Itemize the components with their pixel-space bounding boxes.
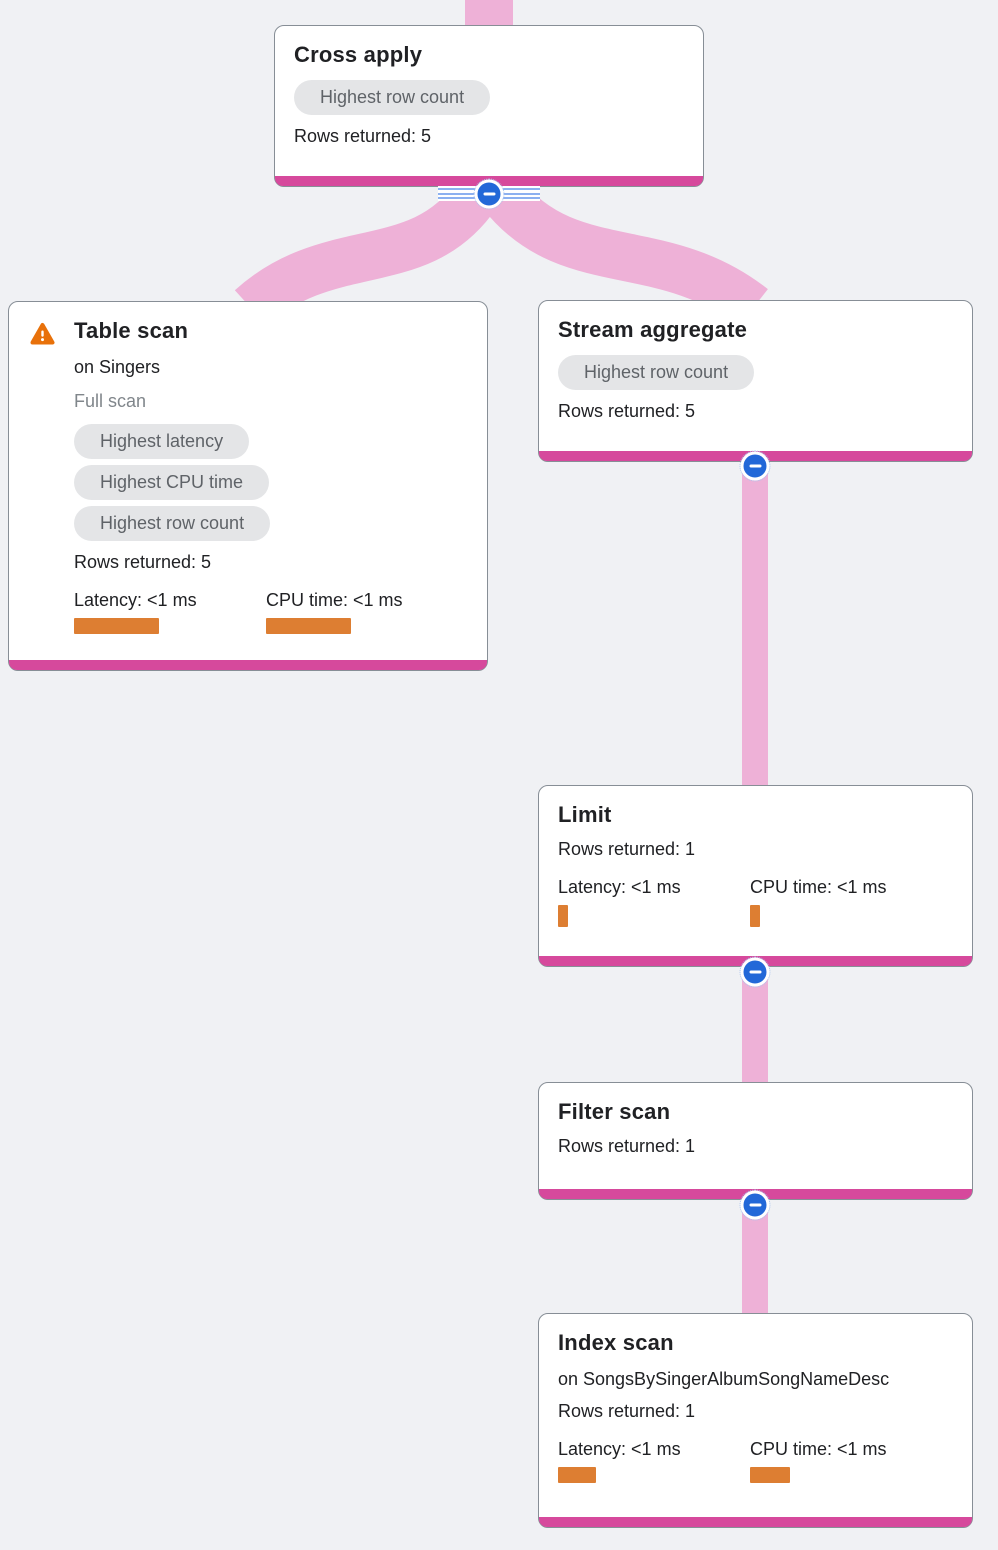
node-subtitle: on SongsBySingerAlbumSongNameDesc bbox=[558, 1369, 890, 1389]
cpu-metric: CPU time: <1 ms bbox=[750, 876, 942, 927]
edge-cross-apply-to-table-scan bbox=[234, 179, 497, 327]
rows-returned: Rows returned: 5 bbox=[294, 126, 432, 146]
latency-metric: Latency: <1 ms bbox=[74, 589, 266, 634]
node-limit[interactable]: Limit Rows returned: 1 Latency: <1 ms CP… bbox=[538, 785, 973, 967]
node-title: Stream aggregate bbox=[558, 317, 748, 342]
node-index-scan[interactable]: Index scan on SongsBySingerAlbumSongName… bbox=[538, 1313, 973, 1528]
latency-label: Latency: <1 ms bbox=[558, 877, 681, 897]
latency-meter bbox=[74, 618, 159, 634]
node-title: Index scan bbox=[558, 1330, 674, 1355]
collapse-cross-apply-button[interactable] bbox=[473, 178, 505, 210]
cpu-meter bbox=[750, 905, 760, 927]
badge-highest-row-count: Highest row count bbox=[294, 80, 491, 115]
cpu-metric: CPU time: <1 ms bbox=[750, 1438, 942, 1483]
cpu-metric: CPU time: <1 ms bbox=[266, 589, 458, 634]
edge-cross-apply-to-stream-aggregate bbox=[483, 178, 768, 328]
latency-metric: Latency: <1 ms bbox=[558, 1438, 750, 1483]
latency-meter bbox=[558, 905, 568, 927]
node-table-scan[interactable]: Table scan on Singers Full scan Highest … bbox=[8, 301, 488, 671]
rows-returned: Rows returned: 5 bbox=[74, 552, 212, 572]
edge-stream-aggregate-to-limit bbox=[742, 458, 768, 790]
latency-meter bbox=[558, 1467, 596, 1483]
cpu-meter bbox=[750, 1467, 790, 1483]
rows-returned: Rows returned: 1 bbox=[558, 839, 696, 859]
node-filter-scan[interactable]: Filter scan Rows returned: 1 bbox=[538, 1082, 973, 1200]
latency-label: Latency: <1 ms bbox=[558, 1439, 681, 1459]
badge-highest-cpu-time: Highest CPU time bbox=[74, 465, 270, 500]
rows-returned: Rows returned: 5 bbox=[558, 401, 696, 421]
node-output-bar bbox=[9, 660, 487, 670]
rows-returned: Rows returned: 1 bbox=[558, 1401, 696, 1421]
collapse-limit-button[interactable] bbox=[739, 956, 771, 988]
badge-highest-row-count: Highest row count bbox=[74, 506, 271, 541]
minus-icon bbox=[749, 970, 761, 974]
cpu-label: CPU time: <1 ms bbox=[750, 1439, 887, 1459]
node-title: Limit bbox=[558, 802, 612, 827]
collapse-stream-aggregate-button[interactable] bbox=[739, 450, 771, 482]
cpu-label: CPU time: <1 ms bbox=[266, 590, 403, 610]
node-cross-apply[interactable]: Cross apply Highest row count Rows retur… bbox=[274, 25, 704, 187]
node-output-bar bbox=[539, 1517, 972, 1527]
warning-icon bbox=[29, 321, 56, 351]
minus-icon bbox=[749, 1203, 761, 1207]
minus-icon bbox=[483, 192, 495, 196]
node-title: Table scan bbox=[74, 318, 189, 343]
node-stream-aggregate[interactable]: Stream aggregate Highest row count Rows … bbox=[538, 300, 973, 462]
node-title: Cross apply bbox=[294, 42, 423, 67]
node-note: Full scan bbox=[74, 391, 147, 411]
minus-icon bbox=[749, 464, 761, 468]
rows-returned: Rows returned: 1 bbox=[558, 1136, 696, 1156]
node-subtitle: on Singers bbox=[74, 357, 161, 377]
latency-metric: Latency: <1 ms bbox=[558, 876, 750, 927]
badge-highest-row-count: Highest row count bbox=[558, 355, 755, 390]
cpu-meter bbox=[266, 618, 351, 634]
badge-highest-latency: Highest latency bbox=[74, 424, 250, 459]
node-title: Filter scan bbox=[558, 1099, 671, 1124]
collapse-filter-scan-button[interactable] bbox=[739, 1189, 771, 1221]
latency-label: Latency: <1 ms bbox=[74, 590, 197, 610]
cpu-label: CPU time: <1 ms bbox=[750, 877, 887, 897]
